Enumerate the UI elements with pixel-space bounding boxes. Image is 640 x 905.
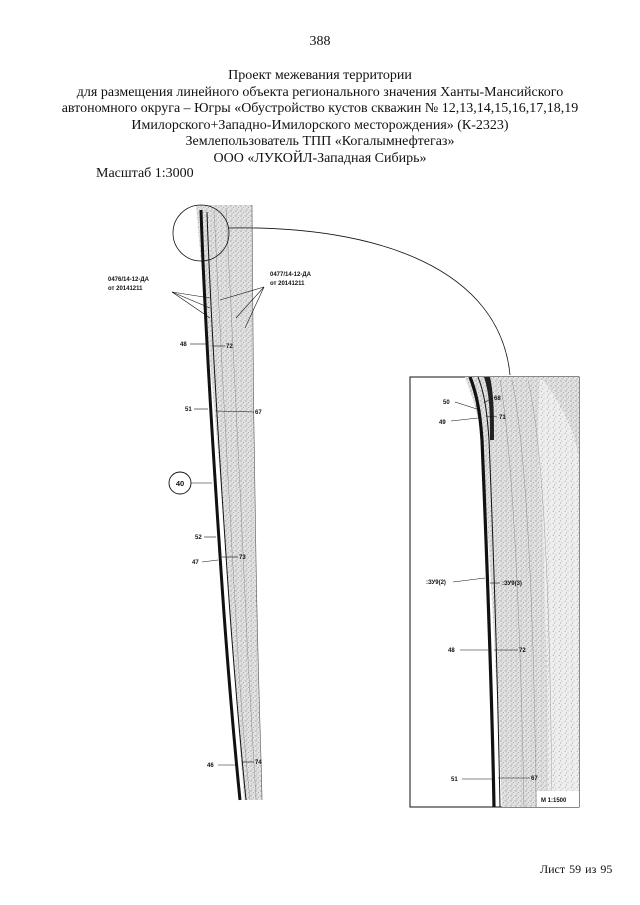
point-label: 72 bbox=[226, 344, 233, 350]
header-line: Проект межевания территории bbox=[228, 68, 412, 83]
document-header: Проект межевания территории для размещен… bbox=[40, 68, 600, 167]
header-line: Имилорского+Западно-Имилорского месторож… bbox=[131, 117, 509, 133]
inset-pipeline-line bbox=[468, 377, 496, 807]
corridor-inner-line bbox=[213, 209, 251, 801]
point-label: 72 bbox=[519, 648, 526, 654]
doc-number-left: 0476/14-12-ДА bbox=[108, 277, 150, 283]
inset-map: 50 68 49 71 :ЗУ9(2) :ЗУ9(3) 48 72 51 67 … bbox=[409, 376, 580, 808]
point-label: 48 bbox=[448, 648, 455, 654]
doc-date-right: от 20141211 bbox=[270, 281, 305, 287]
detail-circle bbox=[172, 204, 230, 262]
point-label: 67 bbox=[531, 776, 538, 782]
sheet-label: Лист bbox=[540, 862, 566, 876]
header-line: Землепользователь ТПП «Когалымнефтегаз» bbox=[185, 134, 455, 149]
parcel-number: 40 bbox=[176, 479, 184, 488]
point-label: 71 bbox=[499, 415, 506, 421]
point-label: 68 bbox=[494, 396, 501, 402]
point-label: 52 bbox=[195, 535, 202, 541]
point-label: 67 bbox=[255, 410, 262, 416]
inset-inner-line bbox=[511, 379, 537, 807]
doc-number-right: 0477/14-12-ДА bbox=[270, 272, 312, 278]
inset-background-area bbox=[538, 377, 579, 807]
corridor-inner-line bbox=[225, 207, 257, 801]
point-label: 50 bbox=[443, 400, 450, 406]
point-label: 73 bbox=[239, 555, 246, 561]
map-scale: Масштаб 1:3000 bbox=[96, 166, 194, 181]
header-line: ООО «ЛУКОЙЛ-Западная Сибирь» bbox=[213, 150, 427, 166]
inset-scale: М 1:1500 bbox=[541, 798, 567, 804]
point-label: 46 bbox=[207, 763, 214, 769]
pipeline-line-thin bbox=[206, 211, 247, 801]
leader-curve bbox=[227, 227, 511, 376]
corridor-edge-right bbox=[251, 204, 263, 801]
doc-leaders bbox=[171, 286, 265, 329]
inset-point-leaders bbox=[450, 397, 530, 780]
point-leaders bbox=[190, 343, 255, 766]
doc-date-left: от 20141211 bbox=[108, 286, 143, 292]
inset-pipeline-line-thin bbox=[477, 377, 501, 807]
parcel-number-circle bbox=[168, 471, 192, 495]
inset-inner-line bbox=[499, 379, 525, 807]
point-label: 48 bbox=[180, 342, 187, 348]
point-label: 51 bbox=[451, 777, 458, 783]
sheet-of-label: из bbox=[585, 862, 597, 876]
point-label: 74 bbox=[255, 760, 262, 766]
point-label: 49 bbox=[439, 420, 446, 426]
inset-inner-line bbox=[527, 379, 553, 807]
main-map: 0476/14-12-ДА от 20141211 0477/14-12-ДА … bbox=[108, 204, 511, 801]
pipeline-line bbox=[199, 209, 242, 801]
point-label: 47 bbox=[192, 560, 199, 566]
header-line: для размещения линейного объекта региона… bbox=[76, 84, 564, 100]
sheet-total: 95 bbox=[600, 862, 613, 876]
parcel-label-right: :ЗУ9(3) bbox=[502, 581, 522, 587]
corridor-area bbox=[196, 205, 262, 800]
parcel-label-left: :ЗУ9(2) bbox=[426, 580, 446, 586]
header-line: автономного округа – Югры «Обустройство … bbox=[61, 101, 579, 116]
point-label: 51 bbox=[185, 407, 192, 413]
page-number: 388 bbox=[309, 34, 331, 49]
sheet-number: 59 bbox=[569, 862, 582, 876]
inset-hatch-band bbox=[484, 377, 494, 440]
inset-scale-box bbox=[537, 791, 579, 807]
